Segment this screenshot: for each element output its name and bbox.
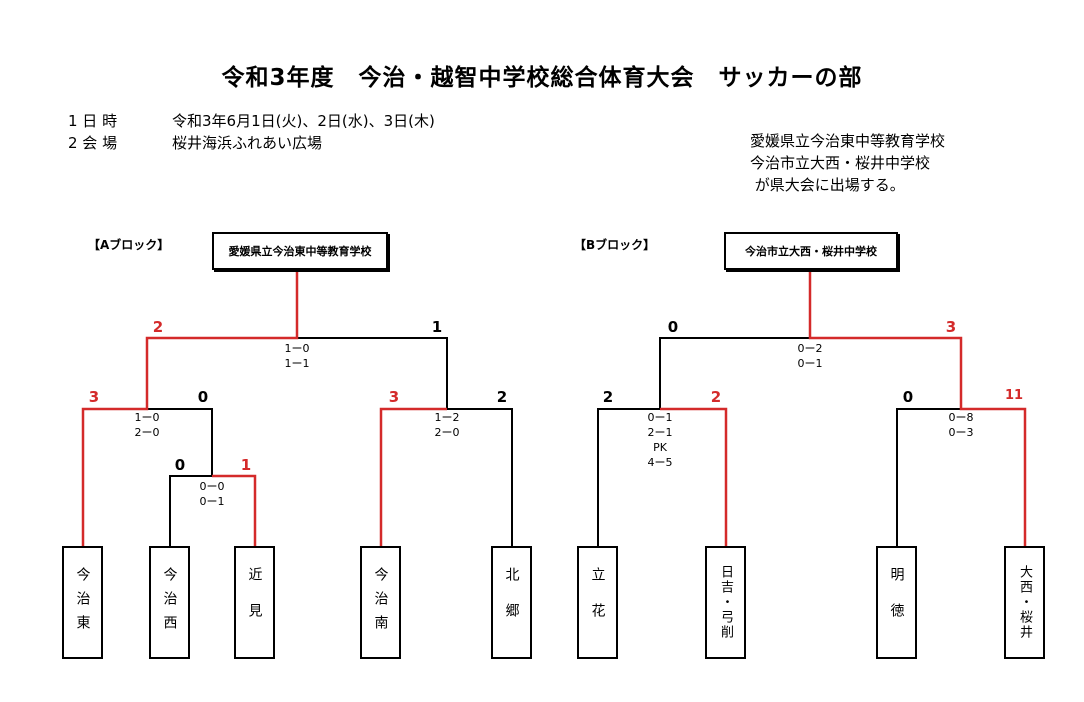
result-a-final: 1ー0 1ー1 [285, 341, 310, 371]
result-line: 0ー8 [948, 411, 974, 424]
team-box-chikami: 近見 [234, 546, 275, 659]
result-b-semi-right: 0ー8 0ー3 [949, 410, 974, 440]
venue-value: 桜井海浜ふれあい広場 [172, 134, 323, 152]
team-box-kitago: 北郷 [491, 546, 532, 659]
winner-path [212, 474, 257, 546]
venue-label: 2 会 場 [68, 134, 118, 152]
result-line: 0ー0 [199, 480, 225, 493]
result-a-first: 0ー0 0ー1 [200, 479, 225, 509]
score-a-final-left: 2 [152, 318, 164, 336]
result-b-final: 0ー2 0ー1 [798, 341, 823, 371]
winner-path [660, 407, 728, 546]
bracket-line [659, 337, 810, 409]
block-a-black-lines [147, 337, 513, 546]
page-title: 令和3年度 今治・越智中学校総合体育大会 サッカーの部 [221, 65, 863, 91]
bracket-line [169, 475, 212, 546]
score-b-semi-left-right: 2 [710, 388, 722, 406]
score-a-semi-left-right: 0 [197, 388, 209, 406]
block-a-label: 【Aブロック】 [88, 238, 170, 252]
result-line: 2ー0 [134, 426, 160, 439]
team-name: 大西・桜井 [1017, 565, 1032, 640]
winner-path [81, 270, 299, 546]
team-name: 今治南 [372, 566, 389, 639]
score-a-semi-right-left: 3 [388, 388, 400, 406]
bracket-line [896, 408, 961, 546]
result-line: 0ー3 [948, 426, 974, 439]
team-name: 近見 [246, 566, 263, 639]
block-b-black-lines [597, 337, 961, 546]
team-name: 今治西 [161, 566, 178, 639]
block-b-winner-box: 今治市立大西・桜井中学校 [724, 232, 898, 270]
score-b-semi-left-left: 2 [602, 388, 614, 406]
result-line: 1ー2 [434, 411, 460, 424]
result-b-semi-left: 0ー1 2ー1 PK 4ー5 [648, 410, 673, 470]
block-a-winner-box: 愛媛県立今治東中等教育学校 [212, 232, 388, 270]
block-b-red-lines [660, 270, 1027, 546]
result-line: 2ー1 [647, 426, 673, 439]
qualifier-line: が県大会に出場する。 [750, 176, 905, 194]
block-a-red-lines [81, 270, 447, 546]
winner-path [379, 407, 447, 546]
score-b-semi-right-right: 11 [1004, 388, 1024, 403]
team-box-imabari-higashi: 今治東 [62, 546, 103, 659]
result-line: 0ー1 [797, 357, 823, 370]
team-box-tachibana: 立花 [577, 546, 618, 659]
team-box-meitoku: 明徳 [876, 546, 917, 659]
bracket-line [297, 337, 448, 409]
result-line: 1ー1 [284, 357, 310, 370]
bracket-line [147, 408, 213, 476]
result-line: 4ー5 [647, 456, 673, 469]
team-name: 明徳 [888, 566, 905, 639]
team-name: 立花 [589, 566, 606, 639]
score-a-first-right: 1 [240, 456, 252, 474]
score-a-final-right: 1 [431, 318, 443, 336]
team-name: 日吉・弓削 [718, 565, 733, 640]
team-name: 今治東 [74, 566, 91, 639]
date-label: 1 日 時 [68, 112, 118, 130]
qualifier-line: 愛媛県立今治東中等教育学校 [750, 132, 946, 150]
team-box-imabari-minami: 今治南 [360, 546, 401, 659]
result-line: 0ー1 [647, 411, 673, 424]
score-b-final-right: 3 [945, 318, 957, 336]
score-a-semi-left-left: 3 [88, 388, 100, 406]
result-line: 2ー0 [434, 426, 460, 439]
team-box-onishi-sakurai: 大西・桜井 [1004, 546, 1045, 659]
team-box-hiyoshi-yuge: 日吉・弓削 [705, 546, 746, 659]
result-line: 0ー2 [797, 342, 823, 355]
score-a-semi-right-right: 2 [496, 388, 508, 406]
result-line: PK [653, 441, 667, 454]
qualifier-line: 今治市立大西・桜井中学校 [750, 154, 931, 172]
qualifier-note: 愛媛県立今治東中等教育学校 今治市立大西・桜井中学校 が県大会に出場する。 [750, 130, 945, 196]
date-value: 令和3年6月1日(火)、2日(水)、3日(木) [172, 112, 435, 130]
result-line: 1ー0 [134, 411, 160, 424]
team-name: 北郷 [503, 566, 520, 639]
block-b-label: 【Bブロック】 [574, 238, 656, 252]
result-a-semi-left: 1ー0 2ー0 [135, 410, 160, 440]
score-a-first-left: 0 [174, 456, 186, 474]
bracket-line [597, 408, 660, 546]
score-b-semi-right-left: 0 [902, 388, 914, 406]
score-b-final-left: 0 [667, 318, 679, 336]
result-a-semi-right: 1ー2 2ー0 [435, 410, 460, 440]
result-line: 1ー0 [284, 342, 310, 355]
winner-path [808, 270, 1027, 546]
team-box-imabari-nishi: 今治西 [149, 546, 190, 659]
result-line: 0ー1 [199, 495, 225, 508]
